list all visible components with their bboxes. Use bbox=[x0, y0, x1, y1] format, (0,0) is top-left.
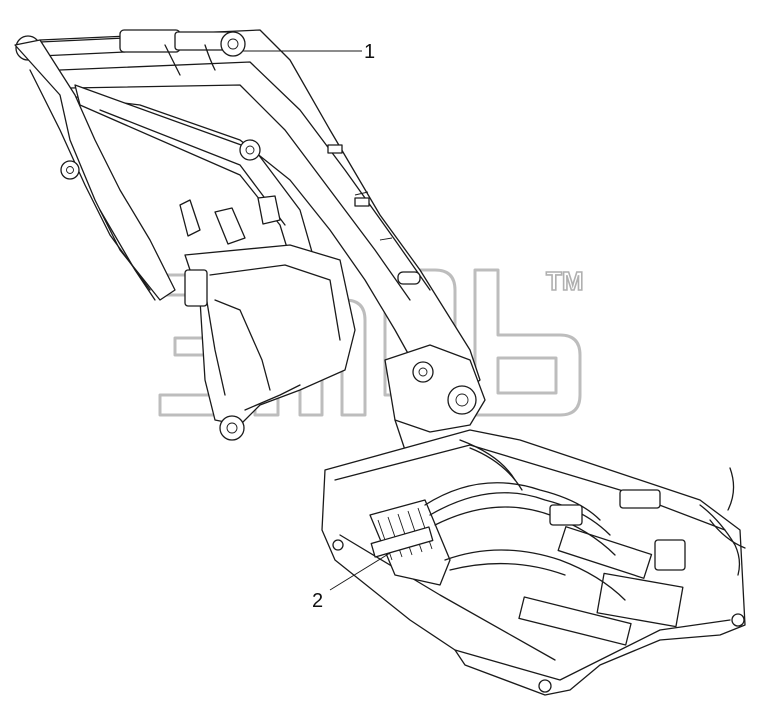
control-valve-block bbox=[369, 499, 451, 586]
bucket bbox=[184, 244, 356, 441]
hydraulic-hoses bbox=[424, 439, 746, 601]
callout-1-label: 1 bbox=[364, 41, 375, 63]
watermark-logo: TM bbox=[158, 265, 584, 417]
callout-1: 1 bbox=[243, 41, 375, 63]
swing-bracket bbox=[384, 344, 486, 466]
trademark-mark: TM bbox=[546, 266, 584, 296]
callout-2-label: 2 bbox=[312, 590, 323, 612]
callout-2-leader bbox=[329, 552, 391, 591]
callout-2: 2 bbox=[312, 552, 391, 612]
stick-arm bbox=[14, 39, 176, 301]
